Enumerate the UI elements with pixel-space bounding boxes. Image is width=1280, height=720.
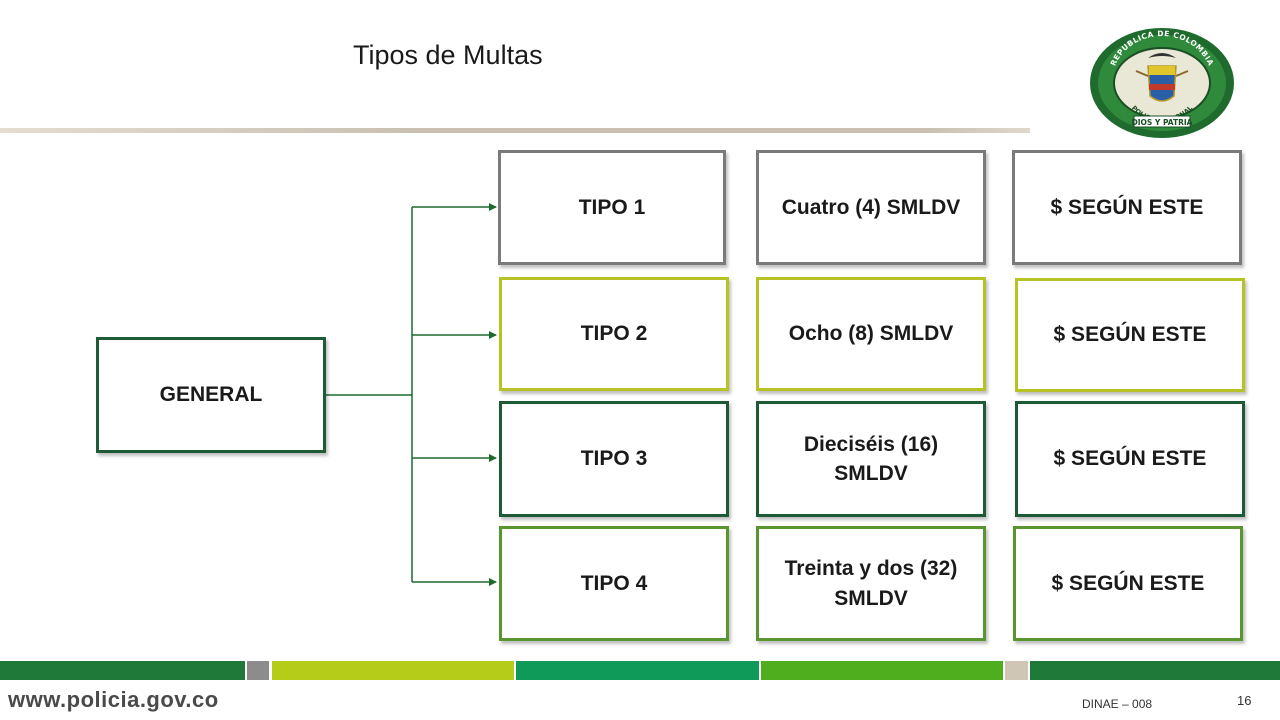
footer-color-band-1 bbox=[0, 661, 245, 680]
tipo-3-amount: Dieciséis (16) SMLDV bbox=[803, 432, 939, 485]
tipo-3-amount-node: Dieciséis (16) SMLDV bbox=[756, 401, 986, 517]
tipo-2-amount: Ocho (8) SMLDV bbox=[788, 322, 954, 346]
tipo-3-value-node: $ SEGÚN ESTE bbox=[1015, 401, 1245, 517]
svg-text:DIOS Y PATRIA: DIOS Y PATRIA bbox=[1132, 118, 1193, 127]
general-label: GENERAL bbox=[159, 383, 263, 407]
tipo-2-node: TIPO 2 bbox=[499, 277, 729, 391]
tipo-4-node: TIPO 4 bbox=[499, 526, 729, 641]
tipo-1-node: TIPO 1 bbox=[498, 150, 726, 265]
footer-document-code: DINAE – 008 bbox=[1082, 697, 1153, 711]
tipo-3-node: TIPO 3 bbox=[499, 401, 729, 517]
tipo-3-label: TIPO 3 bbox=[580, 447, 648, 471]
tipo-3-value: $ SEGÚN ESTE bbox=[1053, 447, 1207, 471]
tipo-4-amount: Treinta y dos (32) SMLDV bbox=[784, 557, 958, 610]
footer-color-band-5 bbox=[761, 661, 1003, 680]
tipo-1-amount: Cuatro (4) SMLDV bbox=[781, 195, 961, 219]
tipo-4-amount-node: Treinta y dos (32) SMLDV bbox=[756, 526, 986, 641]
police-seal-logo: REPUBLICA DE COLOMBIA POLICIA NACIONAL D… bbox=[1088, 26, 1236, 138]
tipo-2-value: $ SEGÚN ESTE bbox=[1053, 323, 1207, 347]
tipo-4-value: $ SEGÚN ESTE bbox=[1051, 571, 1205, 595]
slide-title: Tipos de Multas bbox=[353, 40, 543, 70]
tipo-4-label: TIPO 4 bbox=[580, 571, 648, 595]
tipo-2-value-node: $ SEGÚN ESTE bbox=[1015, 278, 1245, 392]
footer-color-band-2 bbox=[247, 661, 269, 680]
footer-color-band-3 bbox=[272, 661, 514, 680]
slide-page-number: 16 bbox=[1237, 693, 1252, 708]
footer-color-band-6 bbox=[1005, 661, 1028, 680]
tipo-1-value: $ SEGÚN ESTE bbox=[1050, 195, 1204, 219]
tipo-2-amount-node: Ocho (8) SMLDV bbox=[756, 277, 986, 391]
tipo-2-label: TIPO 2 bbox=[580, 322, 648, 346]
title-divider bbox=[0, 128, 1030, 133]
footer-color-band-7 bbox=[1030, 661, 1280, 680]
tipo-4-value-node: $ SEGÚN ESTE bbox=[1013, 526, 1243, 641]
footer-color-band-4 bbox=[516, 661, 759, 680]
tipo-1-label: TIPO 1 bbox=[578, 195, 646, 219]
footer-website-link[interactable]: www.policia.gov.co bbox=[8, 687, 219, 712]
tipo-1-amount-node: Cuatro (4) SMLDV bbox=[756, 150, 986, 265]
tipo-1-value-node: $ SEGÚN ESTE bbox=[1012, 150, 1242, 265]
general-node: GENERAL bbox=[96, 337, 326, 453]
